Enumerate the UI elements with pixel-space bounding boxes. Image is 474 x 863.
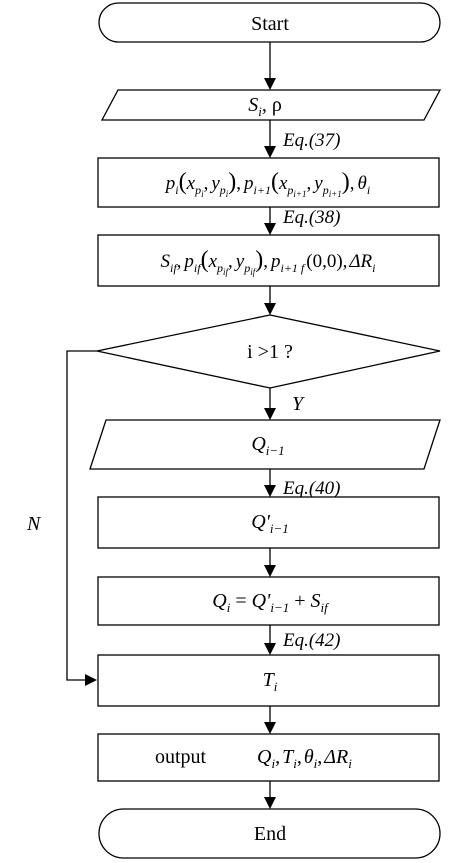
connectors <box>66 42 276 809</box>
edge-label-eq37: Eq.(37) <box>282 130 341 151</box>
input-q-label: Qi−1 <box>251 433 284 458</box>
box4-label: Qi = Q'i−1 + Sif <box>212 590 330 615</box>
decision-label: i >1 ? <box>247 341 293 363</box>
arrowhead <box>264 485 276 497</box>
end-label: End <box>254 823 286 845</box>
process-box-2: Sif,pif(xpif,ypif),pi+1 f(0,0),ΔRi <box>97 234 440 287</box>
start-terminal: Start <box>98 2 441 43</box>
box3-shape <box>97 496 440 549</box>
arrowhead <box>264 78 276 90</box>
input-parallelogram-q: Qi−1 <box>89 419 441 470</box>
box5-label: Ti <box>263 669 278 694</box>
box6-formula: Qi,Ti,θi,ΔRi <box>257 746 352 771</box>
process-box-4: Qi = Q'i−1 + Sif <box>97 576 440 626</box>
decision-shape <box>96 314 441 389</box>
input-parallelogram-s: Si, ρ <box>100 89 442 121</box>
box4-shape <box>97 576 440 626</box>
decision-diamond: i >1 ? <box>96 314 441 389</box>
box1-label: pi(xpi,ypi),pi+1(xpi+1,ypi+1),θi <box>164 169 370 199</box>
end-terminal: End <box>98 808 441 859</box>
start-label: Start <box>251 13 289 35</box>
edge-label-no: N <box>26 513 42 535</box>
edge-label-yes: Y <box>292 393 305 415</box>
edge-label-eq42: Eq.(42) <box>282 630 341 651</box>
edge-decision-no <box>66 350 97 681</box>
process-box-6: output Qi,Ti,θi,ΔRi <box>97 733 440 782</box>
box2-shape <box>97 234 440 287</box>
box6-output-label: output <box>155 746 207 768</box>
box1-shape <box>97 157 440 208</box>
arrowhead <box>264 722 276 734</box>
input-q-shape <box>89 419 441 470</box>
start-shape <box>98 2 441 43</box>
arrowhead <box>264 303 276 315</box>
edge-label-eq40: Eq.(40) <box>282 478 341 499</box>
box3-label: Q'i−1 <box>251 511 289 536</box>
box6-shape <box>97 733 440 782</box>
arrowhead <box>264 223 276 235</box>
edge-label-eq38: Eq.(38) <box>282 207 341 228</box>
process-box-1: pi(xpi,ypi),pi+1(xpi+1,ypi+1),θi <box>97 157 440 208</box>
arrowhead <box>85 674 97 686</box>
box5-shape <box>97 654 440 707</box>
arrowhead <box>264 408 276 420</box>
arrowhead <box>264 565 276 577</box>
process-box-5: Ti <box>97 654 440 707</box>
process-box-3: Q'i−1 <box>97 496 440 549</box>
arrowhead <box>264 146 276 158</box>
box2-label: Sif,pif(xpif,ypif),pi+1 f(0,0),ΔRi <box>160 247 375 277</box>
input-s-shape <box>100 89 442 121</box>
arrowhead <box>264 643 276 655</box>
end-shape <box>98 808 441 859</box>
input-s-label: Si, ρ <box>248 94 282 119</box>
arrowhead <box>264 797 276 809</box>
